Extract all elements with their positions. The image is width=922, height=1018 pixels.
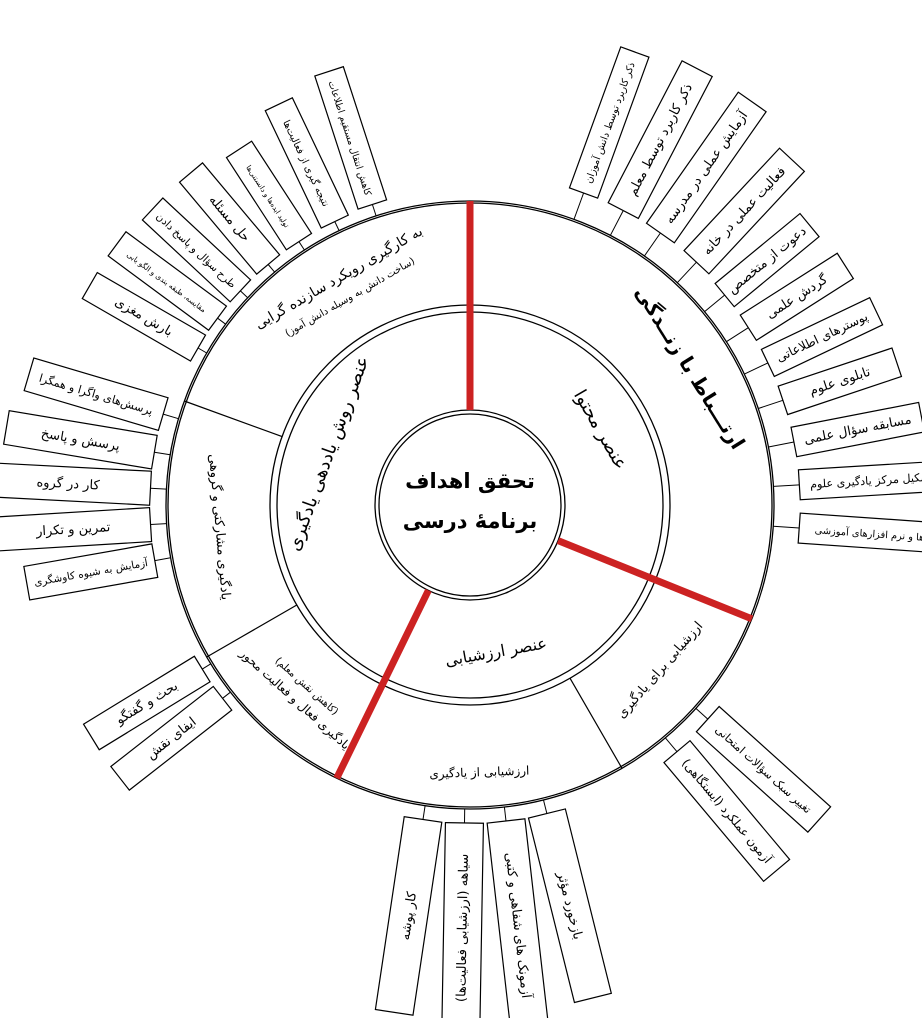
outer-sector-label-of-learning: ارزشیابی از یادگیری: [429, 764, 530, 782]
connector-stub: [676, 261, 697, 284]
connector-stubs: [150, 192, 800, 824]
item-box-frame: [714, 212, 820, 308]
item-box: کار پوشه: [374, 815, 443, 1016]
item-box-label: کار پوشه: [398, 890, 420, 941]
item-box-frame: [739, 252, 855, 342]
item-box: آزمونک های شفاهی و کتبی: [486, 818, 550, 1018]
sector-divider: [569, 677, 623, 769]
item-box-frame: [141, 197, 252, 303]
connector-stub: [768, 441, 794, 448]
connector-stub: [267, 264, 275, 273]
item-box: کاهش انتقال مستقیم اطلاعات: [314, 65, 388, 210]
item-box-frame: [82, 655, 211, 751]
connector-stub: [422, 805, 426, 820]
connector-stub: [773, 525, 800, 529]
connector-stub: [334, 221, 340, 231]
center-title-line2: برنامۀ درسی: [403, 509, 538, 533]
item-box-label: سیاهه (ارزشیابی فعالیت‌ها): [454, 854, 472, 1003]
item-box-frame: [264, 96, 350, 229]
connector-stub: [150, 523, 167, 525]
item-box-frame: [314, 65, 388, 210]
accent-spoke: [333, 588, 432, 780]
connector-stub: [371, 204, 377, 217]
item-box-frame: [81, 271, 207, 362]
item-box-frame: [2, 409, 158, 470]
item-box-label: کار در گروه: [36, 474, 101, 493]
item-box: کار در گروه: [0, 461, 153, 506]
item-box-frame: [0, 506, 153, 552]
connector-stub: [154, 557, 171, 562]
item-box-frame: [110, 685, 233, 791]
connector-stub: [744, 362, 769, 375]
center-title-line1: تحقق اهداف: [405, 469, 535, 493]
item-box-label: تمرین و تکرار: [35, 520, 111, 540]
connector-stub: [543, 799, 548, 814]
item-box-frame: [178, 162, 281, 275]
item-box: آزمایش به شیوه کاوشگری: [23, 543, 159, 601]
connector-stub: [298, 241, 305, 251]
item-box-frame: [568, 46, 650, 199]
connector-stub: [695, 708, 709, 720]
item-box: رسانه‌ها و نرم افزارهای آموزشی: [797, 512, 922, 556]
item-box: مسابقه سؤال علمی: [790, 401, 922, 458]
item-box-frame: [225, 140, 313, 251]
item-box-frame: [797, 512, 922, 556]
connector-stub: [197, 347, 207, 354]
item-box-frame: [683, 147, 806, 275]
item-box: تمرین و تکرار: [0, 506, 153, 552]
sector-divider: [206, 604, 298, 658]
connector-stub: [726, 327, 749, 343]
item-box: تشکیل مرکز یادگیری علوم: [797, 460, 922, 501]
connector-stub: [643, 232, 661, 257]
connector-stub: [240, 290, 249, 299]
connector-stub: [163, 413, 179, 420]
connector-stub: [609, 210, 624, 236]
item-box: بازخورد مؤثر: [527, 808, 613, 1004]
center-circle-inner: [378, 413, 562, 597]
connector-stub: [154, 451, 171, 456]
connector-stub: [773, 484, 800, 487]
connector-stub: [217, 317, 226, 325]
connector-stub: [704, 294, 725, 312]
accent-spoke: [556, 537, 754, 623]
connector-stub: [222, 691, 231, 699]
connector-stub: [665, 737, 678, 753]
connector-stub: [573, 192, 585, 220]
connector-stub: [150, 487, 167, 490]
item-box-frame: [107, 230, 228, 332]
sector-divider: [184, 400, 283, 438]
item-box: سیاهه (ارزشیابی فعالیت‌ها): [441, 821, 485, 1018]
connector-stub: [503, 806, 507, 822]
accent-spokes: [333, 201, 754, 780]
connector-stub: [202, 663, 212, 670]
center-circle: [374, 409, 566, 601]
connector-stub: [758, 399, 784, 409]
item-box-frame: [23, 543, 159, 601]
item-box: پرسش و پاسخ: [2, 409, 158, 470]
